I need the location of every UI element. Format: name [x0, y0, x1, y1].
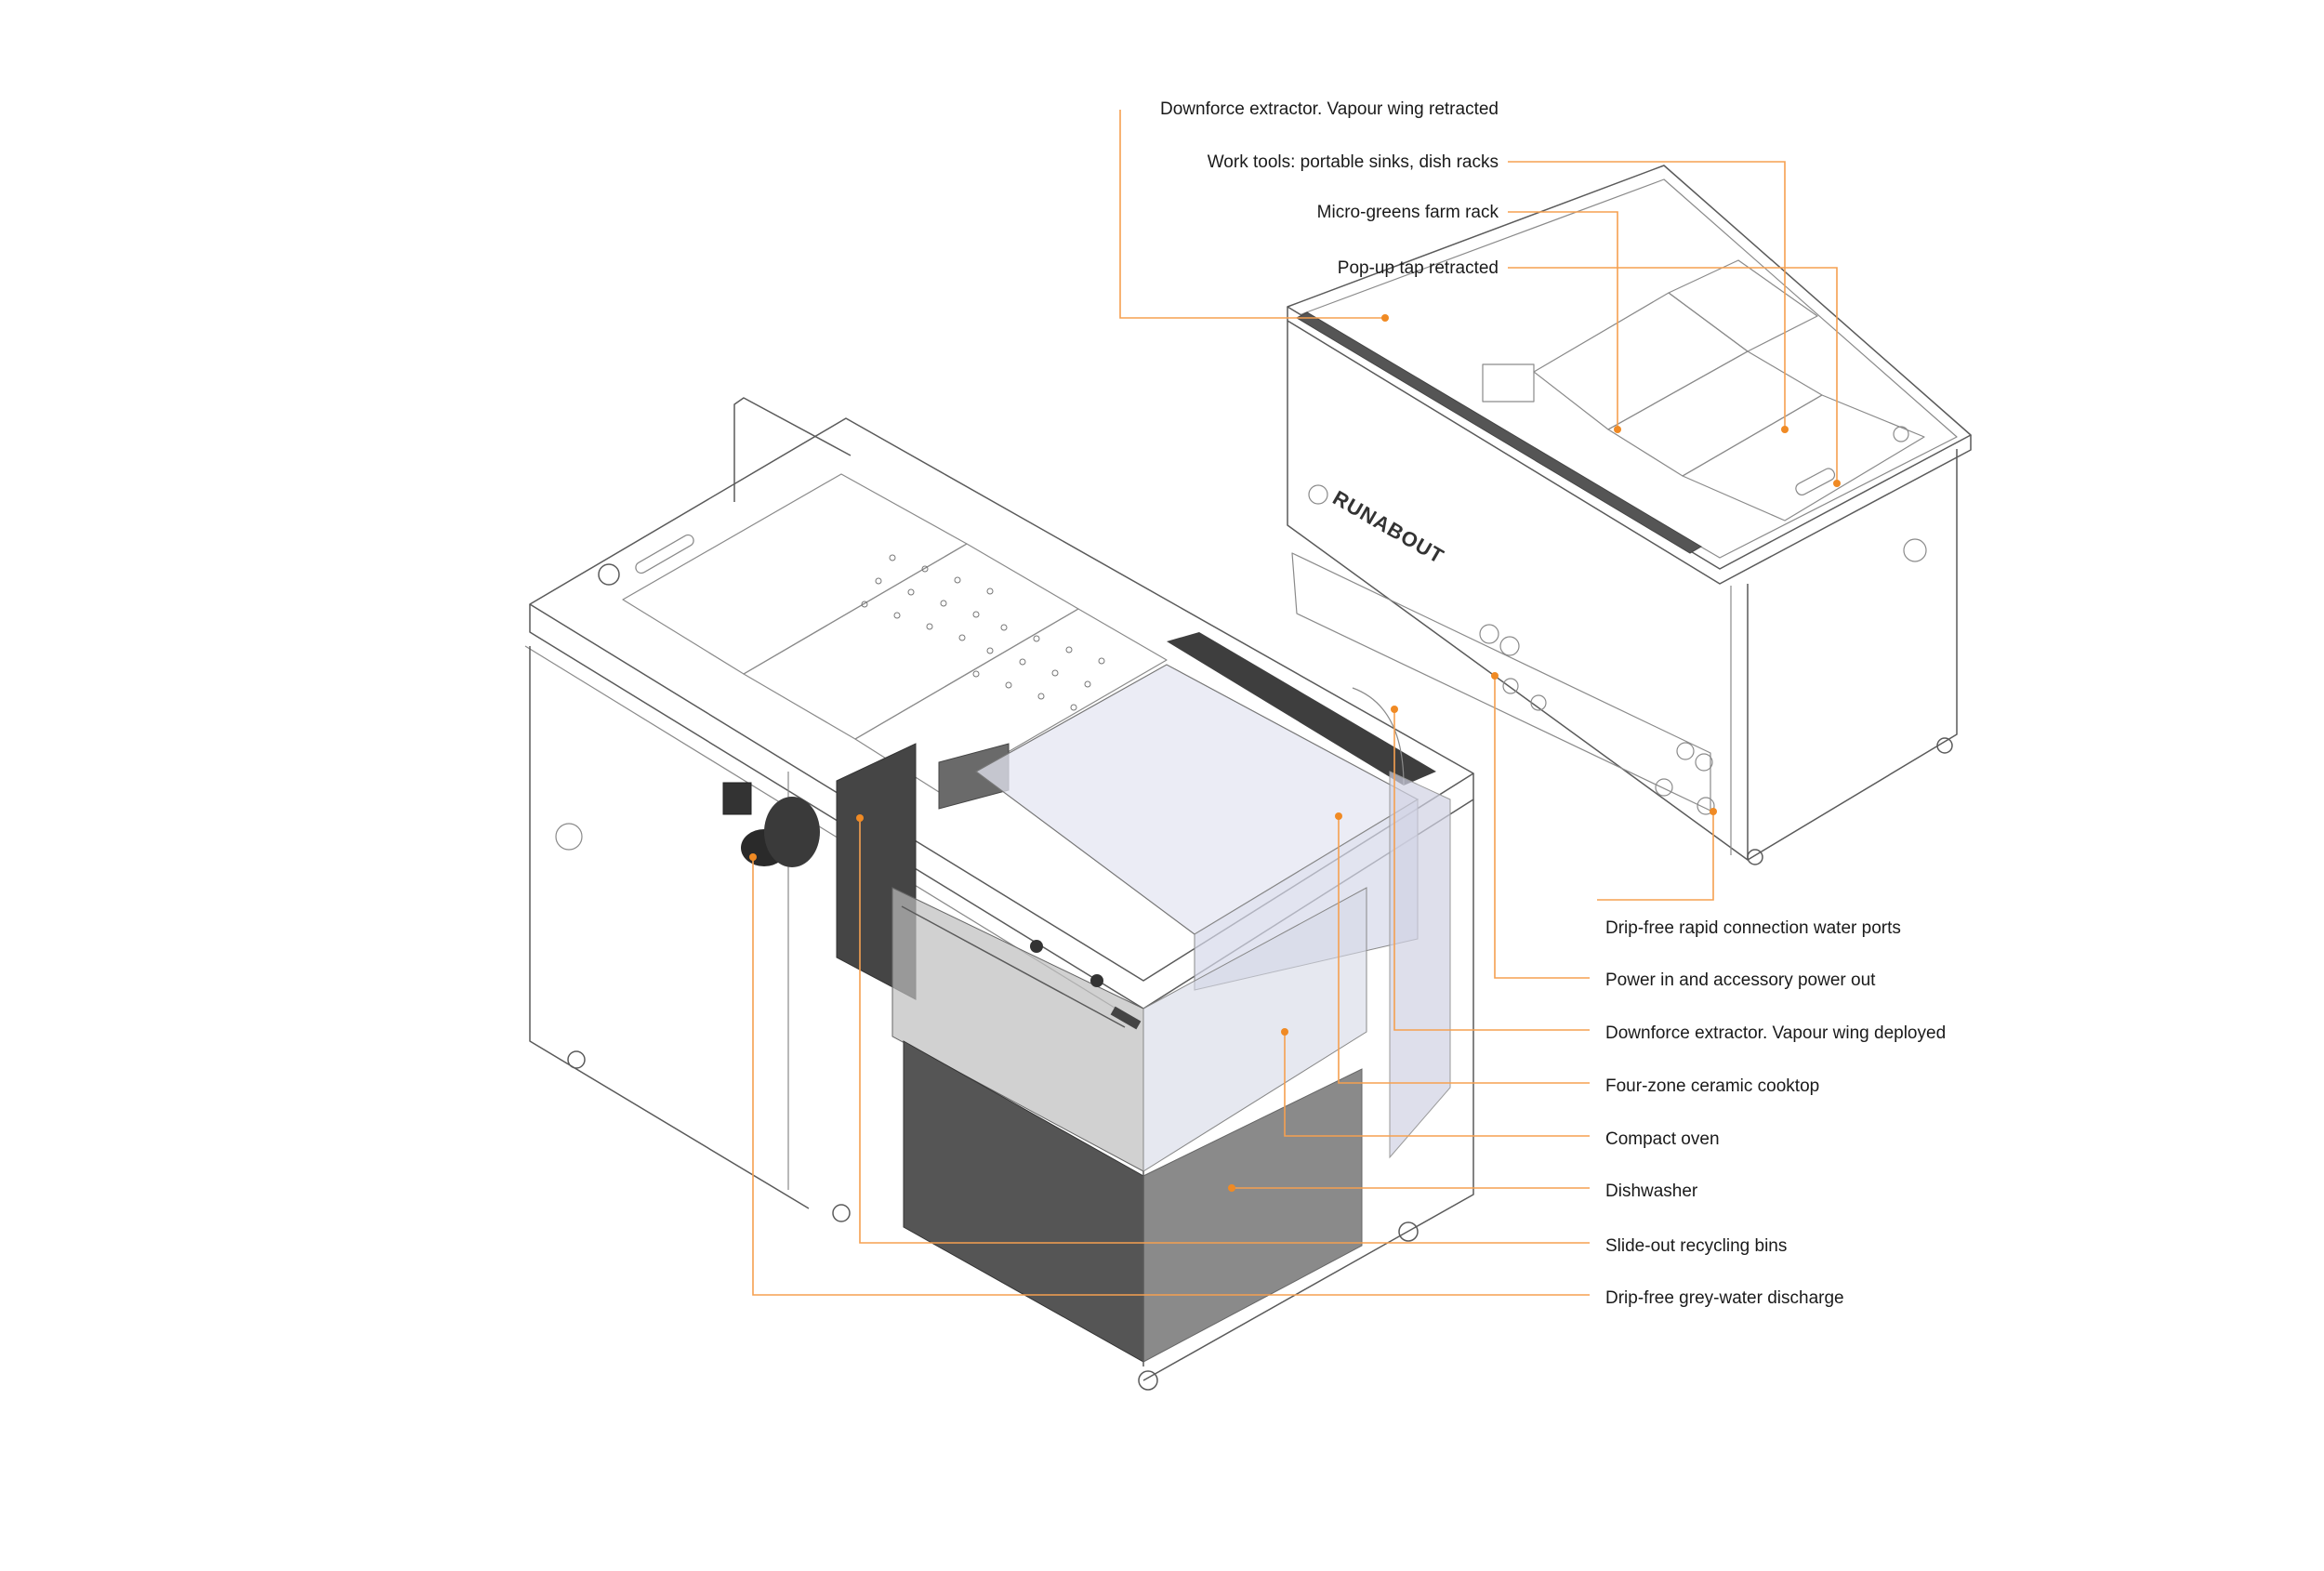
label-cooktop: Four-zone ceramic cooktop — [1605, 1076, 1819, 1096]
brand-logo: RUNABOUT — [1329, 486, 1448, 569]
label-downforce-retracted: Downforce extractor. Vapour wing retract… — [1160, 99, 1499, 119]
label-power: Power in and accessory power out — [1605, 970, 1876, 990]
open-kitchen-unit — [524, 397, 1474, 1391]
label-recycling: Slide-out recycling bins — [1605, 1236, 1787, 1256]
callout-labels: Downforce extractor. Vapour wing retract… — [1160, 99, 1946, 1308]
label-greywater: Drip-free grey-water discharge — [1605, 1288, 1844, 1308]
label-dishwasher: Dishwasher — [1605, 1182, 1698, 1201]
label-work-tools: Work tools: portable sinks, dish racks — [1208, 152, 1499, 172]
label-water-ports: Drip-free rapid connection water ports — [1605, 918, 1901, 938]
label-microgreens: Micro-greens farm rack — [1317, 203, 1499, 222]
label-oven: Compact oven — [1605, 1129, 1720, 1149]
perforation-pattern — [861, 554, 1105, 711]
label-popup-tap: Pop-up tap retracted — [1338, 258, 1499, 278]
label-downforce-deployed: Downforce extractor. Vapour wing deploye… — [1605, 1023, 1946, 1043]
leader-lines — [749, 110, 1841, 1296]
